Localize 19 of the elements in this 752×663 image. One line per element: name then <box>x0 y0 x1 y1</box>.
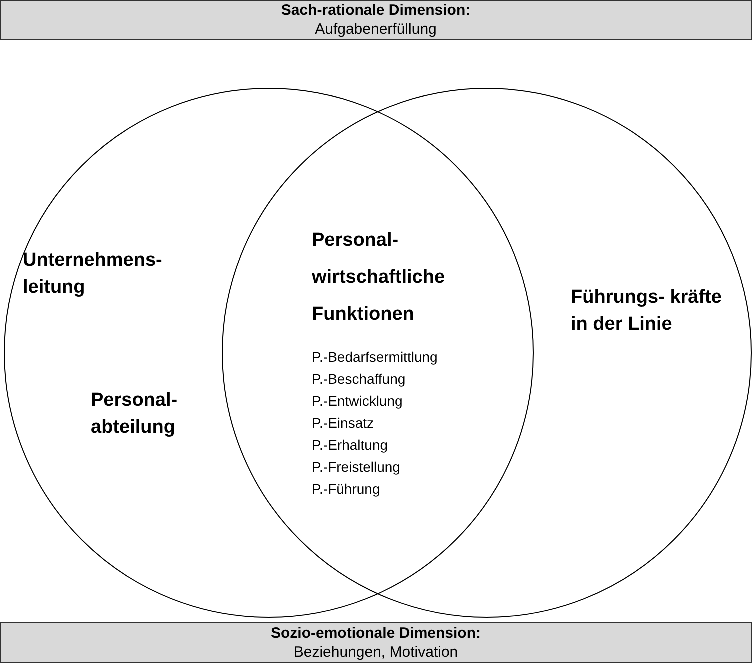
band-heading: Sach-rationale Dimension: <box>281 1 471 20</box>
intersection-heading: Personal- wirtschaftliche Funktionen <box>312 229 446 327</box>
function-item: P.-Einsatz <box>312 414 374 433</box>
group-label: Unternehmens- leitung <box>23 249 164 300</box>
function-item: P.-Freistellung <box>312 458 400 477</box>
band-subtitle: Aufgabenerfüllung <box>315 20 437 39</box>
group-label: Führungs- kräfte in der Linie <box>571 286 723 337</box>
footer-band <box>0 622 752 663</box>
band-subtitle: Beziehungen, Motivation <box>294 642 458 662</box>
group-label: Personal- abteilung <box>91 389 179 440</box>
function-item: P.-Beschaffung <box>312 370 406 389</box>
venn-circle <box>222 88 752 618</box>
band-heading: Sozio-emotionale Dimension: <box>270 624 481 642</box>
header-band <box>0 0 752 40</box>
function-item: P.-Erhaltung <box>312 436 388 455</box>
function-item: P.-Bedarfsermittlung <box>312 348 438 367</box>
function-item: P.-Entwicklung <box>312 392 403 411</box>
venn-circle <box>4 88 534 618</box>
function-item: P.-Führung <box>312 480 380 499</box>
